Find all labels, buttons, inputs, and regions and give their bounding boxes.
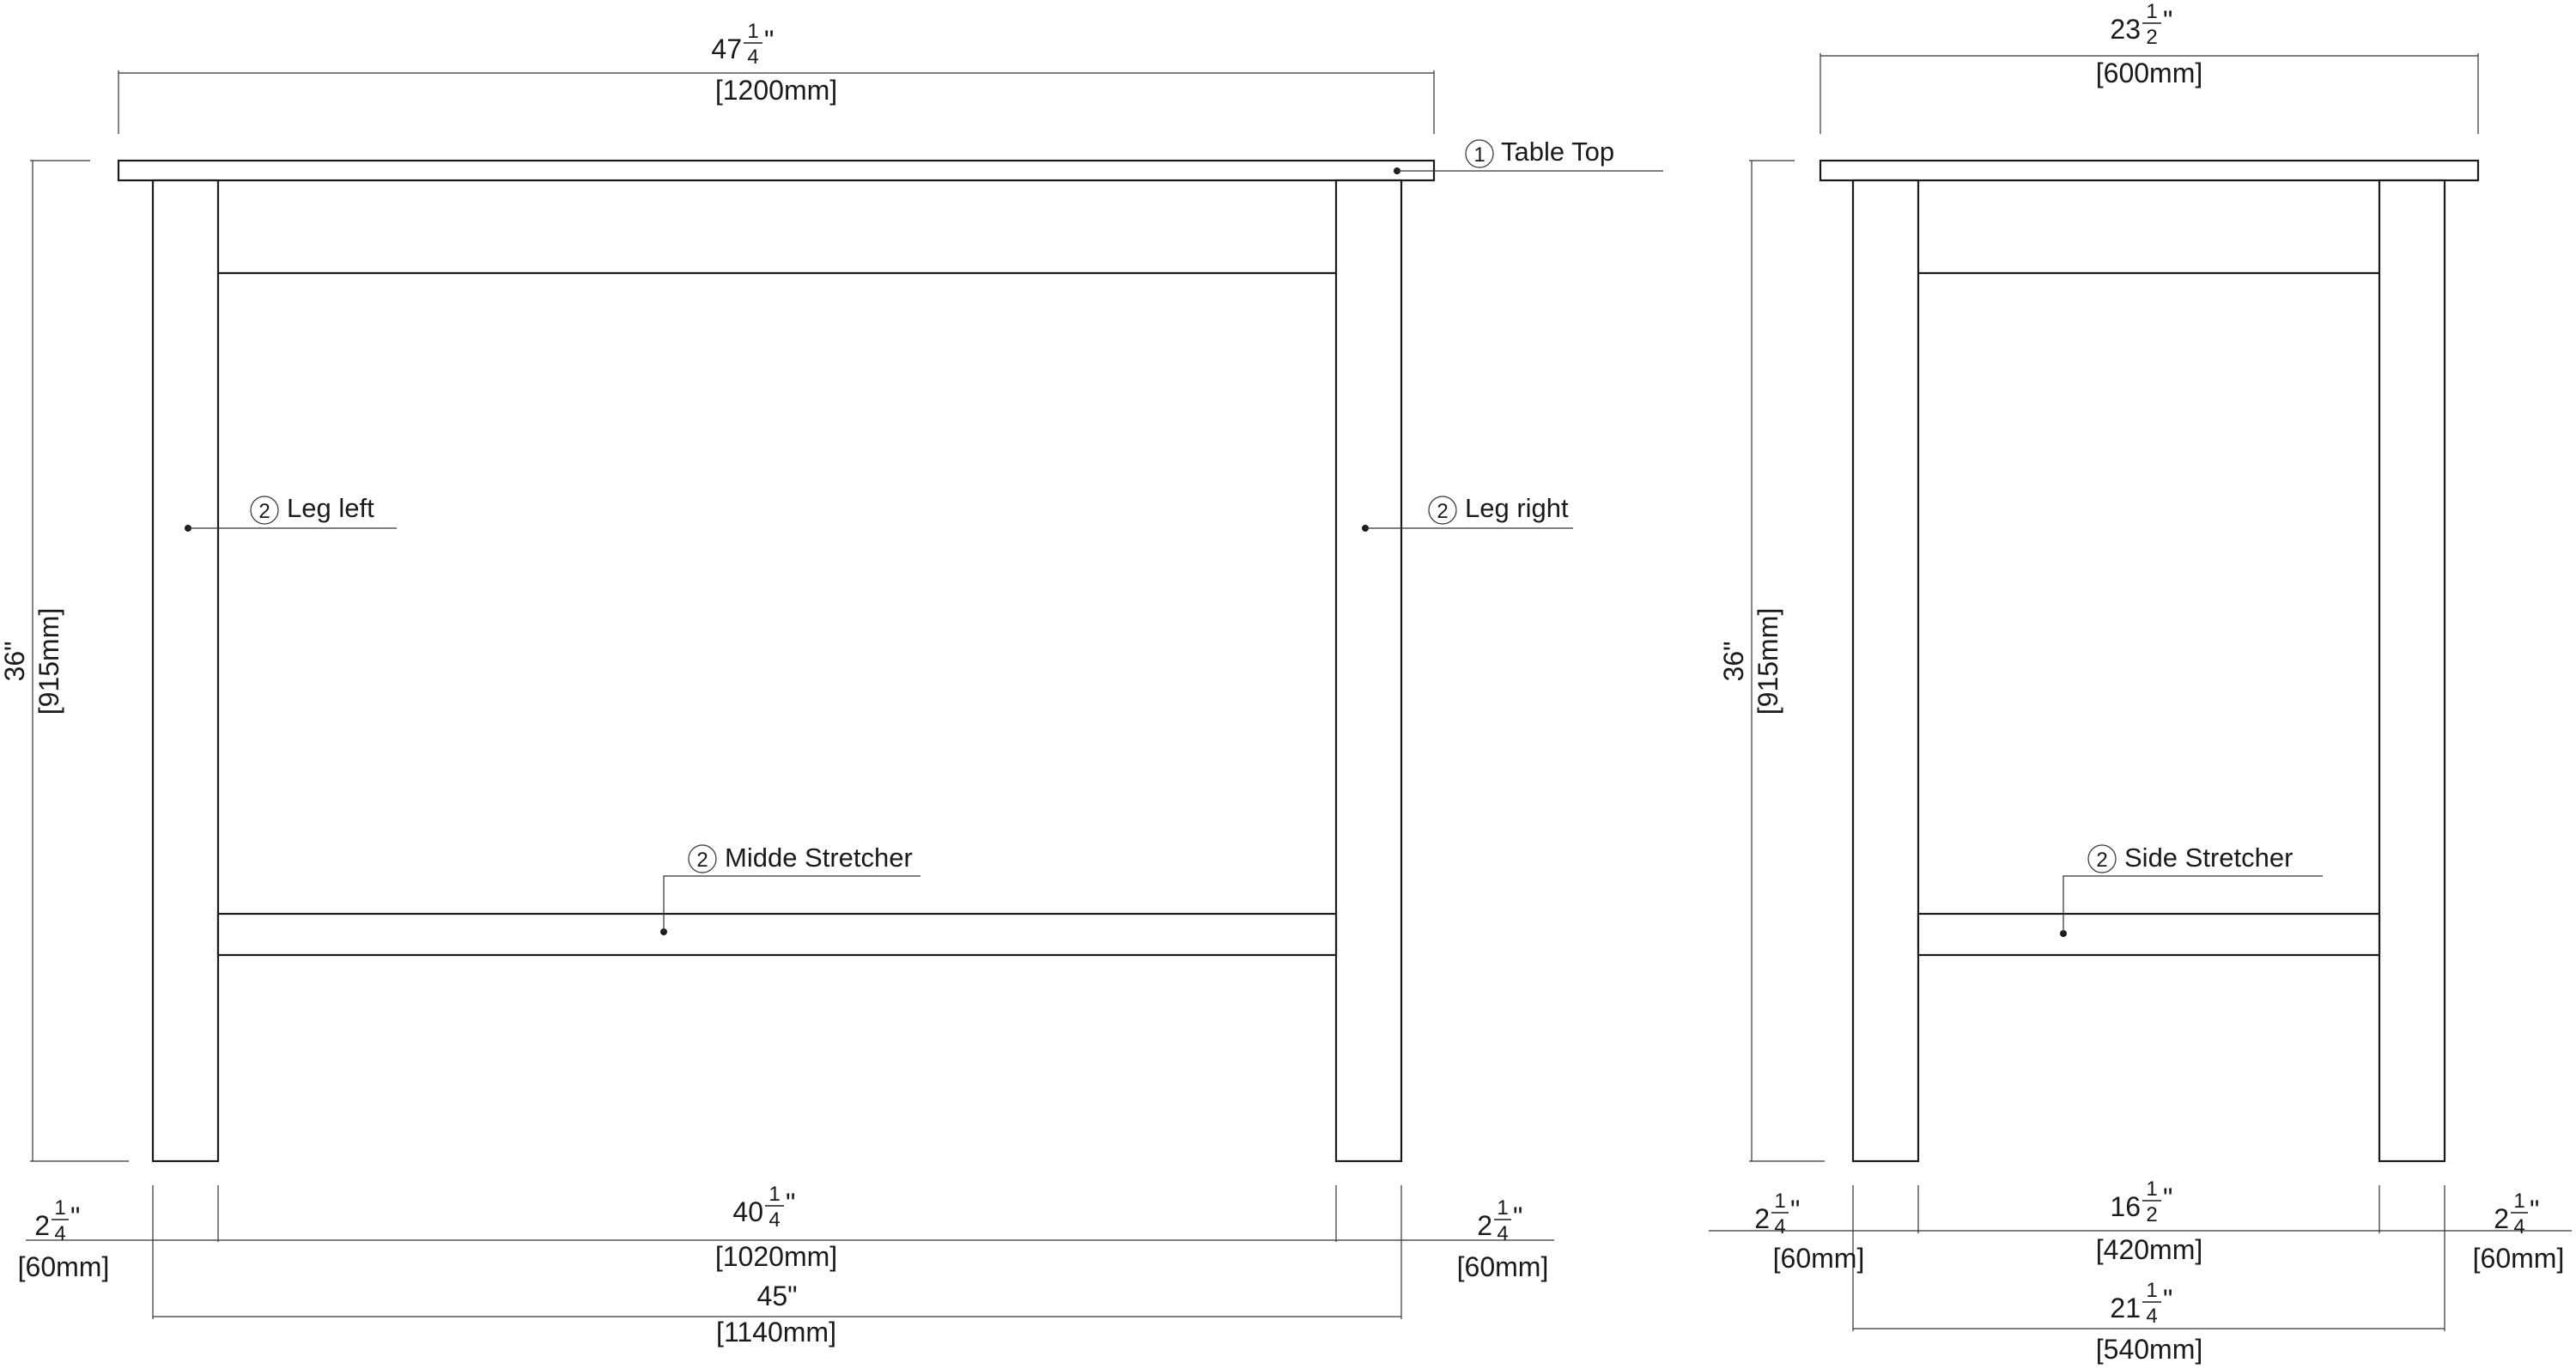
front-leg-right — [1334, 179, 1403, 1163]
front-outer-span-inch: 45" — [757, 1281, 798, 1311]
side-leg-left-width-numerator: 1 — [1774, 1190, 1785, 1213]
side-leg-right-width-whole: 2 — [2494, 1203, 2509, 1234]
side-leg-right-width-unit: " — [2530, 1195, 2539, 1226]
side-overall-depth-denominator: 2 — [2146, 26, 2157, 49]
front-leg-left-width-whole: 2 — [34, 1210, 50, 1241]
front-table-top — [117, 159, 1436, 182]
front-height-mm: [915mm] — [33, 608, 64, 715]
callout-table-top: 1 Table Top — [1394, 137, 1663, 174]
side-overall-depth-numerator: 1 — [2146, 0, 2157, 23]
front-inner-width-unit: " — [786, 1188, 795, 1219]
callout-leg-right: 2 Leg right — [1362, 493, 1573, 532]
side-height-mm: [915mm] — [1753, 608, 1783, 715]
side-view: 23 1 2 " [600mm] 36" [915mm] 2 Side Stre — [1709, 0, 2572, 1365]
side-stretcher — [1917, 912, 2381, 957]
side-inner-depth-unit: " — [2163, 1183, 2172, 1214]
front-leg-right-width-whole: 2 — [1477, 1210, 1492, 1241]
front-view: 47 1 4 " [1200mm] 36" [915mm] 1 Table To — [0, 20, 1663, 1348]
front-inner-width-denominator: 4 — [769, 1208, 780, 1232]
side-leg-left-width-mm: [60mm] — [1773, 1243, 1865, 1274]
side-height-dimension: 36" [915mm] — [1718, 160, 1825, 1162]
front-overall-width-dimension: 47 1 4 " [1200mm] — [118, 20, 1435, 134]
front-leg-left-width-denominator: 4 — [54, 1222, 65, 1245]
side-overall-depth-whole: 23 — [2110, 14, 2141, 45]
callout-table-top-text: Table Top — [1501, 137, 1614, 167]
callout-table-top-number: 1 — [1473, 143, 1485, 167]
callout-side-stretcher-number: 2 — [2096, 849, 2107, 872]
front-height-inch: 36" — [0, 642, 30, 682]
front-leg-right-width-mm: [60mm] — [1457, 1251, 1549, 1282]
side-overall-depth-unit: " — [2163, 5, 2172, 36]
callout-leg-right-number: 2 — [1437, 500, 1448, 523]
front-height-dimension: 36" [915mm] — [0, 160, 129, 1162]
side-overall-depth-dimension: 23 1 2 " [600mm] — [1820, 0, 2479, 134]
side-leg-right-width-denominator: 4 — [2513, 1215, 2524, 1238]
callout-side-stretcher-text: Side Stretcher — [2124, 843, 2293, 873]
front-leg-left-width-unit: " — [70, 1202, 80, 1232]
callout-middle-stretcher-text: Midde Stretcher — [725, 843, 913, 873]
callout-leg-left-text: Leg left — [287, 493, 374, 523]
callout-leg-left: 2 Leg left — [185, 493, 397, 532]
side-leg-left-width-whole: 2 — [1754, 1203, 1770, 1234]
side-inner-depth-numerator: 1 — [2146, 1177, 2157, 1201]
side-leg-left — [1851, 179, 1920, 1163]
side-leg-right-width-mm: [60mm] — [2473, 1243, 2565, 1274]
side-inner-depth-mm: [420mm] — [2096, 1234, 2202, 1265]
front-overall-width-unit: " — [764, 25, 774, 56]
side-outer-span-mm: [540mm] — [2096, 1334, 2202, 1365]
front-overall-width-whole: 47 — [711, 33, 742, 64]
front-overall-width-numerator: 1 — [747, 20, 758, 43]
side-leg-left-width-denominator: 4 — [1774, 1215, 1785, 1238]
front-inner-width-mm: [1020mm] — [715, 1241, 837, 1272]
side-leg-left-width-unit: " — [1790, 1195, 1800, 1226]
side-leg-right — [2378, 179, 2446, 1163]
side-table-top — [1819, 159, 2480, 182]
side-overall-depth-mm: [600mm] — [2096, 58, 2202, 88]
front-leg-right-width-denominator: 4 — [1497, 1222, 1508, 1245]
front-leg-left — [151, 179, 220, 1163]
callout-middle-stretcher: 2 Midde Stretcher — [660, 843, 920, 935]
front-leg-left-width-numerator: 1 — [54, 1196, 65, 1220]
callout-middle-stretcher-number: 2 — [696, 849, 708, 872]
side-outer-span-whole: 21 — [2110, 1293, 2141, 1323]
callout-leg-right-text: Leg right — [1465, 493, 1569, 523]
callout-leg-left-number: 2 — [258, 500, 270, 523]
side-outer-span-unit: " — [2163, 1284, 2172, 1315]
front-leg-right-width-unit: " — [1513, 1202, 1522, 1232]
side-inner-depth-whole: 16 — [2110, 1191, 2141, 1222]
side-bottom-dimensions: 2 1 4 " [60mm] 16 1 2 " [420mm] 2 1 4 " … — [1709, 1177, 2572, 1365]
front-inner-width-whole: 40 — [732, 1196, 763, 1227]
side-height-inch: 36" — [1718, 642, 1749, 682]
side-outer-span-numerator: 1 — [2146, 1279, 2157, 1302]
front-middle-stretcher — [216, 912, 1338, 957]
side-outer-span-denominator: 4 — [2146, 1305, 2157, 1328]
side-leg-right-width-numerator: 1 — [2513, 1190, 2524, 1213]
front-bottom-dimensions: 2 1 4 " [60mm] 40 1 4 " [1020mm] 2 1 4 "… — [18, 1183, 1554, 1348]
front-outer-span-mm: [1140mm] — [716, 1317, 836, 1348]
front-leg-right-width-numerator: 1 — [1497, 1196, 1508, 1220]
callout-side-stretcher: 2 Side Stretcher — [2060, 843, 2323, 937]
front-overall-width-denominator: 4 — [747, 46, 758, 69]
front-inner-width-numerator: 1 — [769, 1183, 780, 1206]
front-overall-width-mm: [1200mm] — [715, 75, 837, 106]
side-inner-depth-denominator: 2 — [2146, 1203, 2157, 1226]
front-leg-left-width-mm: [60mm] — [18, 1251, 110, 1282]
